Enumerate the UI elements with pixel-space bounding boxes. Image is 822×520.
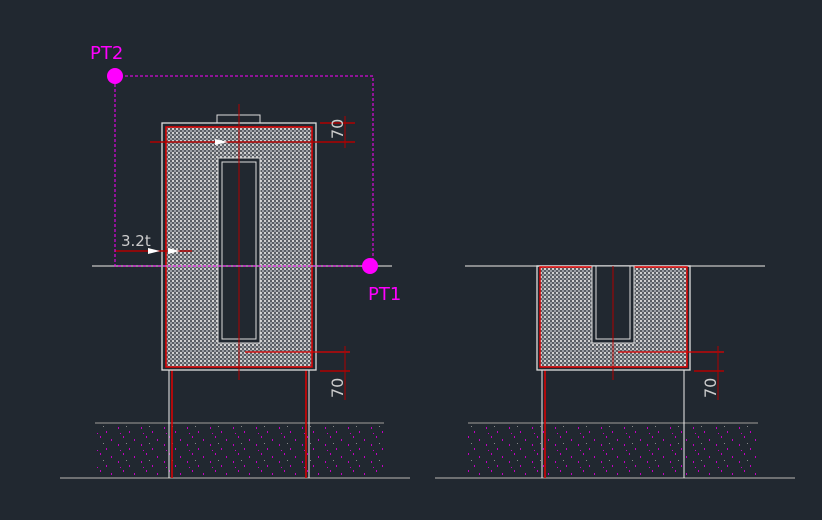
left-view: 70 70 3.2t (60, 104, 410, 479)
selection-rectangle[interactable]: PT2 PT1 (90, 43, 401, 305)
pt2-grip[interactable] (107, 68, 123, 84)
right-view: 70 (435, 265, 795, 479)
pt2-label: PT2 (90, 43, 123, 64)
dim-bottom-label: 70 (701, 378, 720, 398)
thickness-label: 3.2t (121, 232, 151, 250)
arrow-icon (168, 248, 180, 254)
dim-bottom-label: 70 (328, 378, 347, 398)
soil-layer (468, 424, 758, 476)
arrow-icon (215, 139, 228, 145)
pt1-label: PT1 (368, 284, 401, 305)
arrow-icon (148, 248, 160, 254)
pt1-grip[interactable] (362, 258, 378, 274)
dim-top-label: 70 (328, 119, 347, 139)
soil-layer (96, 424, 384, 476)
